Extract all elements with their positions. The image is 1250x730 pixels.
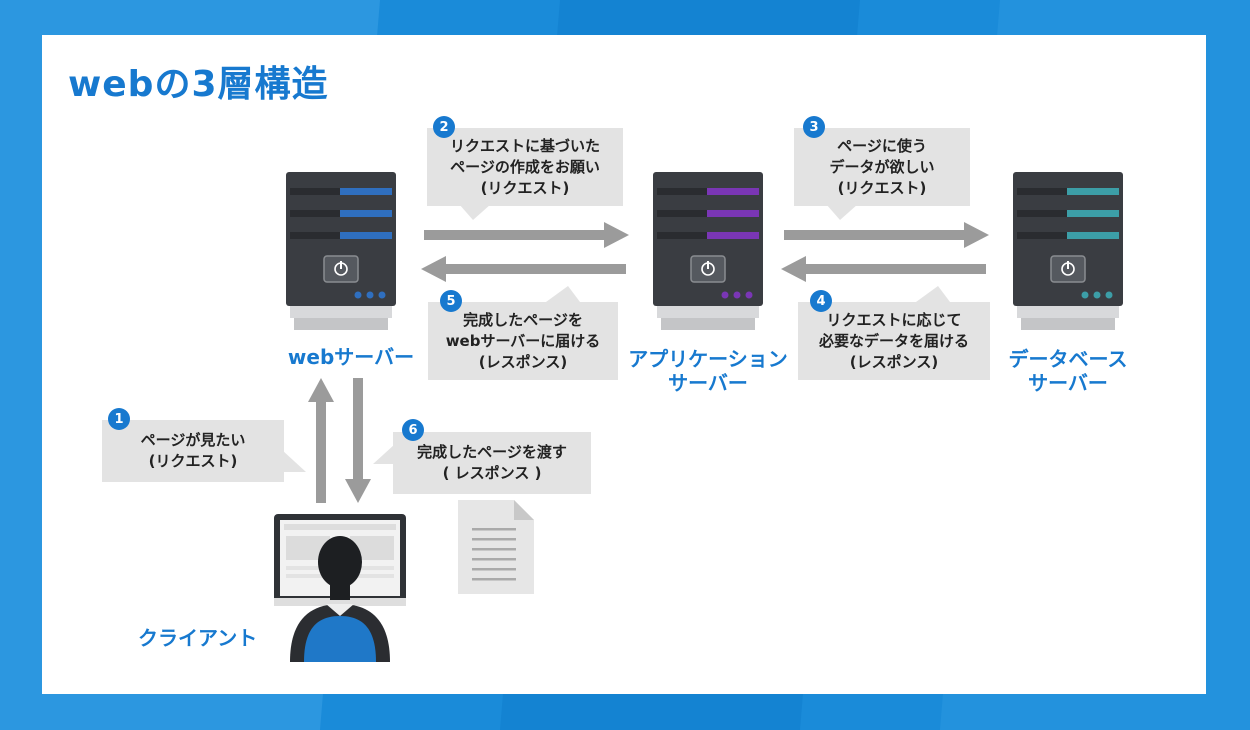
step-6-line-1: 完成したページを渡す	[417, 443, 567, 461]
user-at-monitor-icon	[274, 514, 406, 662]
step-5-line-1: 完成したページを	[463, 310, 583, 329]
step-1-badge: 1	[108, 408, 130, 430]
client-label: クライアント	[138, 626, 258, 650]
step-2-badge: 2	[433, 116, 455, 138]
database-server-label-line2: サーバー	[1028, 371, 1108, 395]
arrow-response-web-to-client	[345, 378, 371, 503]
database-server-label: データベース サーバー	[996, 347, 1140, 395]
step-3-bubble: ページに使う データが欲しい (リクエスト)	[794, 128, 970, 220]
application-server-label-line1: アプリケーション	[628, 347, 788, 371]
step-6-badge: 6	[402, 419, 424, 441]
step-5-line-3: (レスポンス)	[478, 352, 568, 371]
arrow-response-db-to-app	[781, 256, 986, 282]
step-4-badge: 4	[810, 290, 832, 312]
step-2-line-3: (リクエスト)	[480, 178, 570, 197]
step-6-line-2: ( レスポンス )	[442, 464, 542, 482]
web-server-label: webサーバー	[287, 345, 415, 369]
step-4-line-3: (レスポンス)	[849, 352, 939, 371]
step-5-bubble: 完成したページを webサーバーに届ける (レスポンス)	[428, 286, 618, 380]
page-title: webの3層構造	[68, 64, 329, 105]
arrow-request-app-to-db	[784, 222, 989, 248]
web-server-icon	[286, 172, 396, 330]
step-5-line-2: webサーバーに届ける	[445, 331, 601, 350]
document-icon	[458, 500, 534, 594]
arrow-request-web-to-app	[424, 222, 629, 248]
application-server-label-line2: サーバー	[668, 371, 748, 395]
step-2-line-1: リクエストに基づいた	[449, 136, 600, 155]
diagram-card	[42, 35, 1206, 694]
step-3-line-1: ページに使う	[837, 136, 927, 155]
step-1-line-1: ページが見たい	[140, 431, 246, 449]
step-4-bubble: リクエストに応じて 必要なデータを届ける (レスポンス)	[798, 286, 990, 380]
step-3-line-3: (リクエスト)	[837, 178, 927, 197]
step-4-line-1: リクエストに応じて	[826, 310, 962, 329]
step-1-bubble: ページが見たい (リクエスト)	[102, 420, 306, 482]
step-2-line-2: ページの作成をお願い	[450, 157, 600, 176]
step-1-line-2: (リクエスト)	[148, 452, 238, 470]
step-5-badge: 5	[440, 290, 462, 312]
application-server-label: アプリケーション サーバー	[618, 347, 798, 395]
application-server-icon	[653, 172, 763, 330]
step-3-line-2: データが欲しい	[829, 157, 935, 176]
arrow-request-client-to-web	[308, 378, 334, 503]
step-6-bubble: 完成したページを渡す ( レスポンス )	[373, 432, 591, 494]
step-3-badge: 3	[803, 116, 825, 138]
step-2-bubble: リクエストに基づいた ページの作成をお願い (リクエスト)	[427, 128, 623, 220]
database-server-label-line1: データベース	[1008, 347, 1128, 371]
arrow-response-app-to-web	[421, 256, 626, 282]
step-4-line-2: 必要なデータを届ける	[818, 331, 969, 350]
database-server-icon	[1013, 172, 1123, 330]
